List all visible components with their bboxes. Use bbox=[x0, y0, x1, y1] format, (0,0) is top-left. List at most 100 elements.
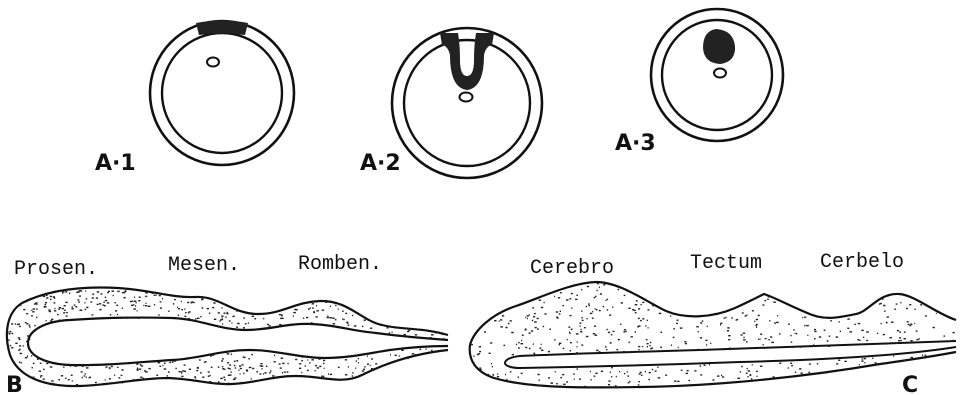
cell-dot bbox=[182, 370, 185, 371]
cell-dot bbox=[29, 335, 30, 336]
cell-dot bbox=[802, 317, 803, 318]
cell-dot bbox=[698, 384, 699, 385]
cell-dot bbox=[105, 379, 106, 380]
cell-dot bbox=[933, 327, 935, 328]
cell-dot bbox=[801, 373, 803, 374]
cell-dot bbox=[606, 349, 608, 350]
cell-dot bbox=[55, 384, 57, 385]
cell-dot bbox=[737, 378, 740, 379]
cell-dot bbox=[178, 308, 180, 309]
cell-dot bbox=[107, 292, 109, 293]
cell-dot bbox=[23, 309, 25, 310]
cell-dot bbox=[899, 331, 901, 332]
cell-dot bbox=[112, 290, 115, 291]
cell-dot bbox=[154, 304, 155, 305]
cell-dot bbox=[155, 295, 156, 296]
cell-dot bbox=[264, 372, 266, 373]
cell-dot bbox=[220, 319, 222, 320]
cell-dot bbox=[314, 370, 315, 371]
cell-dot bbox=[53, 296, 55, 297]
cell-dot bbox=[184, 316, 186, 317]
cell-dot bbox=[595, 308, 596, 309]
cell-dot bbox=[889, 337, 892, 338]
cell-dot bbox=[707, 326, 708, 327]
cell-dot bbox=[269, 372, 271, 373]
cell-dot bbox=[54, 310, 56, 311]
cell-dot bbox=[72, 306, 73, 307]
cell-dot bbox=[86, 377, 87, 378]
cell-dot bbox=[793, 329, 794, 330]
cell-dot bbox=[627, 291, 629, 292]
cell-dot bbox=[746, 373, 748, 374]
cell-dot bbox=[817, 363, 819, 364]
cell-dot bbox=[71, 375, 73, 376]
cell-dot bbox=[408, 330, 410, 331]
cell-dot bbox=[287, 363, 288, 364]
cell-dot bbox=[497, 376, 499, 377]
b-region-mesencephalon: Mesen. bbox=[168, 254, 240, 277]
cell-dot bbox=[28, 339, 30, 340]
cell-dot bbox=[747, 376, 748, 377]
cell-dot bbox=[122, 317, 123, 318]
cell-dot bbox=[25, 357, 28, 358]
cell-dot bbox=[615, 385, 617, 386]
cell-dot bbox=[758, 315, 760, 316]
cell-dot bbox=[167, 375, 168, 376]
cell-dot bbox=[618, 339, 620, 340]
cell-dot bbox=[105, 366, 107, 367]
cell-dot bbox=[792, 347, 794, 348]
cell-dot bbox=[348, 325, 350, 326]
cell-dot bbox=[97, 291, 99, 292]
cell-dot bbox=[279, 324, 281, 325]
cell-dot bbox=[9, 333, 11, 334]
cell-dot bbox=[46, 297, 48, 298]
cell-dot bbox=[910, 340, 912, 341]
cell-dot bbox=[50, 320, 52, 321]
cell-dot bbox=[234, 361, 236, 362]
cell-dot bbox=[66, 315, 68, 316]
cell-dot bbox=[99, 303, 101, 304]
cell-dot bbox=[743, 337, 744, 338]
cell-dot bbox=[70, 385, 71, 386]
cell-dot bbox=[65, 378, 66, 379]
cell-dot bbox=[680, 327, 683, 328]
cell-dot bbox=[647, 343, 649, 344]
cell-dot bbox=[68, 379, 70, 380]
cell-dot bbox=[584, 327, 586, 328]
cell-dot bbox=[122, 382, 123, 383]
cell-dot bbox=[53, 383, 54, 384]
cell-dot bbox=[184, 309, 185, 310]
cell-dot bbox=[235, 367, 237, 368]
cell-dot bbox=[63, 367, 64, 368]
cell-dot bbox=[196, 370, 198, 371]
cell-dot bbox=[175, 368, 176, 369]
cell-dot bbox=[158, 362, 161, 363]
cell-dot bbox=[33, 308, 35, 309]
cell-dot bbox=[741, 366, 743, 367]
cell-dot bbox=[301, 360, 303, 361]
cell-dot bbox=[518, 342, 520, 343]
cell-dot bbox=[647, 346, 648, 347]
cell-dot bbox=[597, 283, 599, 284]
cell-dot bbox=[611, 376, 612, 377]
cell-dot bbox=[239, 365, 241, 366]
cell-dot bbox=[43, 360, 45, 361]
cell-dot bbox=[577, 341, 578, 342]
cell-dot bbox=[358, 362, 359, 363]
cell-dot bbox=[897, 330, 899, 331]
cell-dot bbox=[906, 308, 908, 309]
cell-dot bbox=[70, 365, 71, 366]
cell-dot bbox=[307, 359, 308, 360]
cell-dot bbox=[694, 370, 696, 371]
cell-dot bbox=[570, 315, 572, 316]
cell-dot bbox=[364, 320, 366, 321]
cell-dot bbox=[110, 314, 112, 315]
cell-dot bbox=[580, 329, 581, 330]
cell-dot bbox=[676, 323, 678, 324]
cell-dot bbox=[121, 369, 123, 370]
cell-dot bbox=[858, 323, 861, 324]
cell-dot bbox=[431, 350, 433, 351]
cell-dot bbox=[213, 302, 215, 303]
cell-dot bbox=[218, 312, 220, 313]
cell-dot bbox=[399, 355, 400, 356]
